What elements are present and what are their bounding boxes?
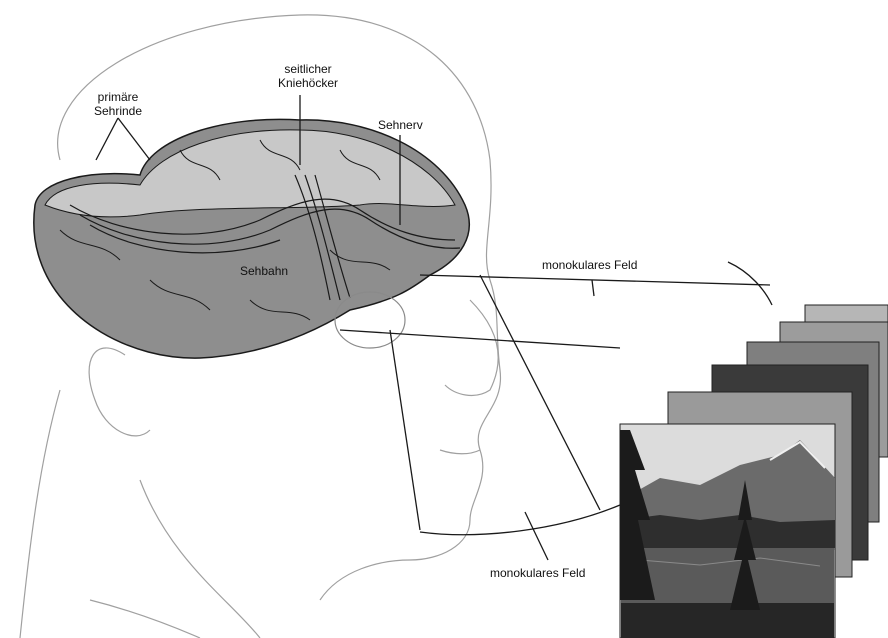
image-stack (620, 305, 888, 638)
photo-card-1-landscape (620, 424, 835, 638)
nose (445, 300, 498, 395)
field-line-top (420, 275, 770, 285)
tick-bottom (525, 512, 548, 560)
label-lgn-line2: Kniehöcker (268, 76, 348, 90)
label-optic-nerve: Sehnerv (378, 118, 423, 132)
label-optic-tract: Sehbahn (240, 264, 288, 278)
mouth (440, 450, 480, 454)
label-primary-cortex-line1: primäre (88, 90, 148, 104)
tick-top (592, 280, 594, 296)
neck-back (20, 390, 60, 638)
cortex-leader-2 (118, 118, 150, 160)
label-mono-field-upper: monokulares Feld (542, 258, 637, 272)
label-lgn: seitlicher Kniehöcker (268, 62, 348, 90)
field-line-lower (390, 330, 420, 530)
field-arc-bottom (420, 505, 620, 535)
ear (89, 348, 150, 436)
foreground (621, 603, 834, 638)
label-primary-cortex: primäre Sehrinde (88, 90, 148, 118)
field-line-mid (340, 330, 620, 348)
neck-front (140, 480, 260, 638)
collar (90, 600, 200, 638)
cortex-leader-1 (96, 118, 118, 160)
label-mono-field-lower: monokulares Feld (490, 566, 585, 580)
label-primary-cortex-line2: Sehrinde (88, 104, 148, 118)
label-lgn-line1: seitlicher (268, 62, 348, 76)
